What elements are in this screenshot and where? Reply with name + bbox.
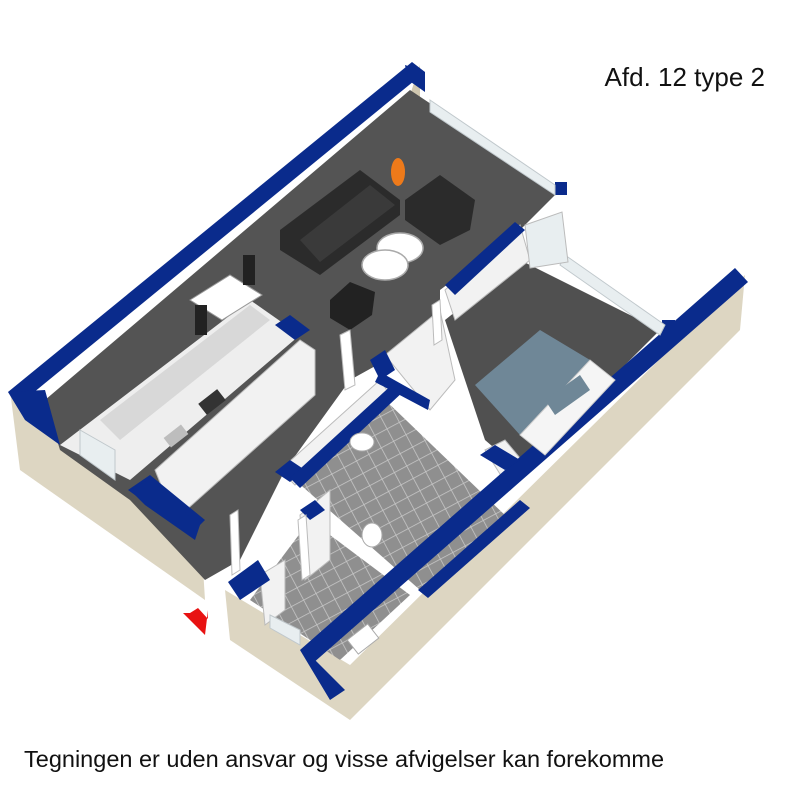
windows: [79, 99, 666, 646]
coffee-tables: [361, 232, 424, 281]
bathroom-fixtures: [346, 432, 383, 655]
wall-tops: [8, 62, 748, 700]
north-wall-top: [8, 62, 425, 402]
toilet-sink-icon: [346, 623, 380, 655]
sofa: [280, 170, 400, 275]
north-wall-corner: [8, 390, 60, 445]
red-arrow-icon: [183, 608, 208, 635]
vase-icon: [391, 158, 405, 186]
stove-icon: [198, 389, 226, 415]
armchair: [405, 175, 475, 245]
ottoman: [330, 282, 375, 330]
kitchen: [60, 300, 300, 480]
disclaimer-text: Tegningen er uden ansvar og visse afvige…: [24, 746, 665, 772]
east-wall-top: [300, 268, 748, 664]
toilet-icon: [361, 522, 383, 548]
dining-table: [189, 255, 263, 335]
sink-icon: [163, 424, 189, 448]
bed: [475, 330, 616, 456]
bathroom-floor: [295, 395, 510, 590]
washbasin-icon: [349, 432, 375, 452]
doors: [229, 211, 569, 581]
plan-title: Afd. 12 type 2: [604, 62, 765, 92]
